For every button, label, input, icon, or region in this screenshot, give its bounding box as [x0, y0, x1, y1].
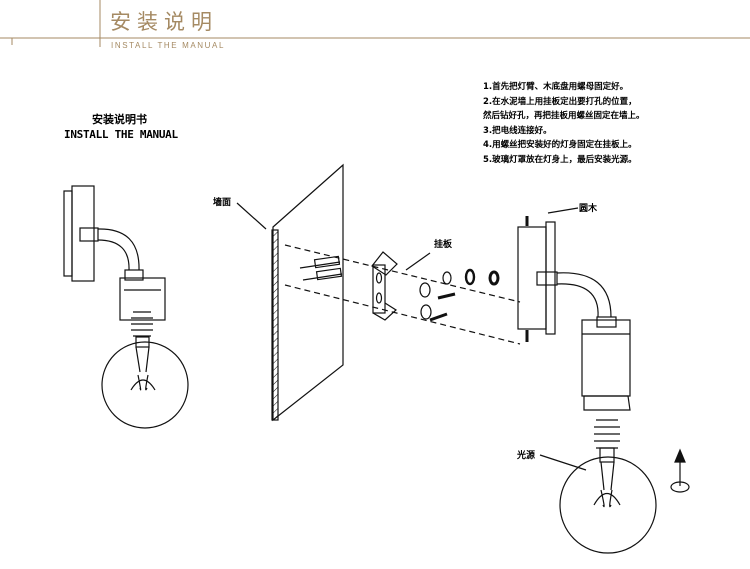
exploded-lamp-illustration: [517, 207, 690, 554]
wood-base-label: 圆木: [579, 204, 598, 214]
page-subtitle: INSTALL THE MANUAL: [111, 41, 226, 50]
installation-steps: 1.首先把灯臂、木底盘用螺母固定好。 2.在水泥墙上用挂板定出要打孔的位置， 然…: [483, 80, 745, 168]
wall-label: 墙面: [213, 198, 232, 208]
assembled-lamp-illustration: [63, 185, 189, 429]
bracket-label: 挂板: [434, 240, 453, 250]
step-2b: 然后钻好孔，再把挂板用螺丝固定在墙上。: [483, 111, 645, 122]
step-1: 1.首先把灯臂、木底盘用螺母固定好。: [483, 82, 629, 92]
step-5: 5.玻璃灯罩放在灯身上，最后安装光源。: [483, 154, 637, 165]
manual-title: 安装说明书: [92, 113, 147, 126]
step-3: 3.把电线连接好。: [483, 125, 552, 136]
step-2a: 2.在水泥墙上用挂板定出要打孔的位置，: [483, 96, 637, 107]
light-source-label: 光源: [517, 451, 536, 461]
manual-subtitle: INSTALL THE MANUAL: [64, 128, 178, 141]
wall-illustration: [236, 163, 521, 422]
page-title: 安装说明: [110, 10, 218, 34]
step-4: 4.用螺丝把安装好的灯身固定在挂板上。: [483, 140, 637, 151]
bracket-illustration: [371, 251, 500, 322]
